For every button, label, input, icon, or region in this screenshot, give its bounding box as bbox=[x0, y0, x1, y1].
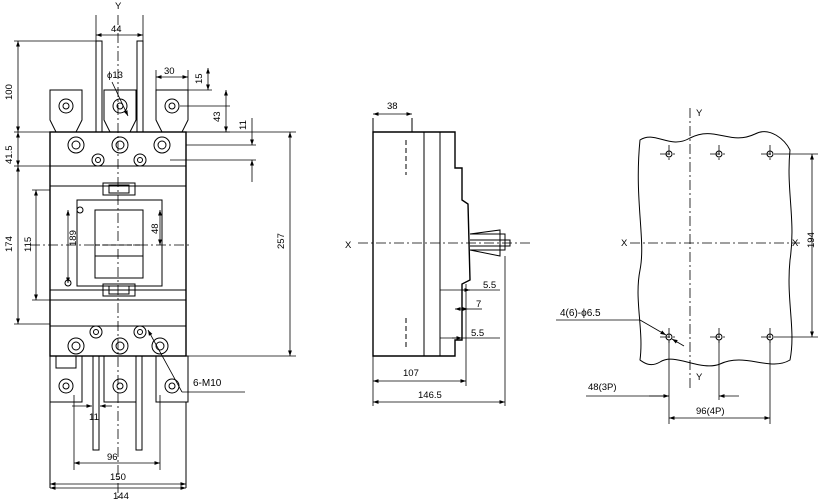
mount-holes bbox=[660, 145, 779, 346]
upper-screw-row bbox=[67, 136, 171, 167]
dim-48: 48 bbox=[150, 223, 161, 234]
dim-146-5: 146.5 bbox=[418, 390, 442, 401]
mount-axis-x-left: X bbox=[621, 238, 628, 249]
dim-96-4p: 96(4P) bbox=[696, 406, 725, 417]
dim-115: 115 bbox=[23, 237, 34, 252]
dim-38: 38 bbox=[387, 101, 398, 112]
dim-phi13: ϕ13 bbox=[107, 70, 123, 81]
dim-189: 189 bbox=[68, 230, 79, 246]
top-terminals bbox=[49, 40, 189, 133]
mount-axis-y-bottom: Y bbox=[696, 372, 703, 383]
dim-194: 194 bbox=[806, 232, 817, 248]
front-view: Y bbox=[4, 1, 296, 502]
lower-screw-row bbox=[67, 325, 169, 355]
dim-5-5-b: 5.5 bbox=[471, 328, 484, 339]
dim-96: 96 bbox=[107, 452, 118, 463]
mount-axis-x-right: X bbox=[792, 238, 799, 249]
callout-6-m10: 6-M10 bbox=[193, 378, 222, 389]
dim-100: 100 bbox=[4, 84, 15, 100]
dim-11-top: 11 bbox=[238, 120, 249, 130]
bottom-terminals bbox=[49, 355, 189, 451]
dim-44: 44 bbox=[111, 24, 122, 35]
dim-7: 7 bbox=[476, 299, 481, 310]
dim-15: 15 bbox=[194, 73, 205, 84]
panel-outline bbox=[637, 131, 793, 367]
dim-30: 30 bbox=[164, 66, 175, 77]
side-axis-x-label: X bbox=[345, 240, 352, 251]
mounting-view: Y Y X X 194 4(6)-ϕ6.5 bbox=[556, 108, 818, 424]
dim-5-5-a: 5.5 bbox=[483, 280, 496, 291]
handle-window bbox=[64, 182, 163, 297]
dim-41-5: 41.5 bbox=[4, 146, 15, 165]
dim-11-bottom: 11 bbox=[89, 412, 99, 423]
side-view: X 38 5.5 7 5.5 10 bbox=[345, 101, 530, 406]
side-body-outline bbox=[372, 131, 471, 357]
dim-43: 43 bbox=[212, 111, 223, 122]
dim-174: 174 bbox=[4, 236, 15, 252]
front-axis-y-label: Y bbox=[115, 1, 122, 12]
dim-107: 107 bbox=[403, 368, 419, 379]
mount-axis-y-top: Y bbox=[696, 108, 703, 119]
dim-150: 150 bbox=[110, 472, 126, 483]
dim-144: 144 bbox=[113, 491, 129, 502]
callout-hole: 4(6)-ϕ6.5 bbox=[560, 308, 601, 319]
dim-48-3p: 48(3P) bbox=[588, 382, 617, 393]
dim-257: 257 bbox=[276, 233, 287, 249]
side-handle bbox=[469, 229, 511, 257]
